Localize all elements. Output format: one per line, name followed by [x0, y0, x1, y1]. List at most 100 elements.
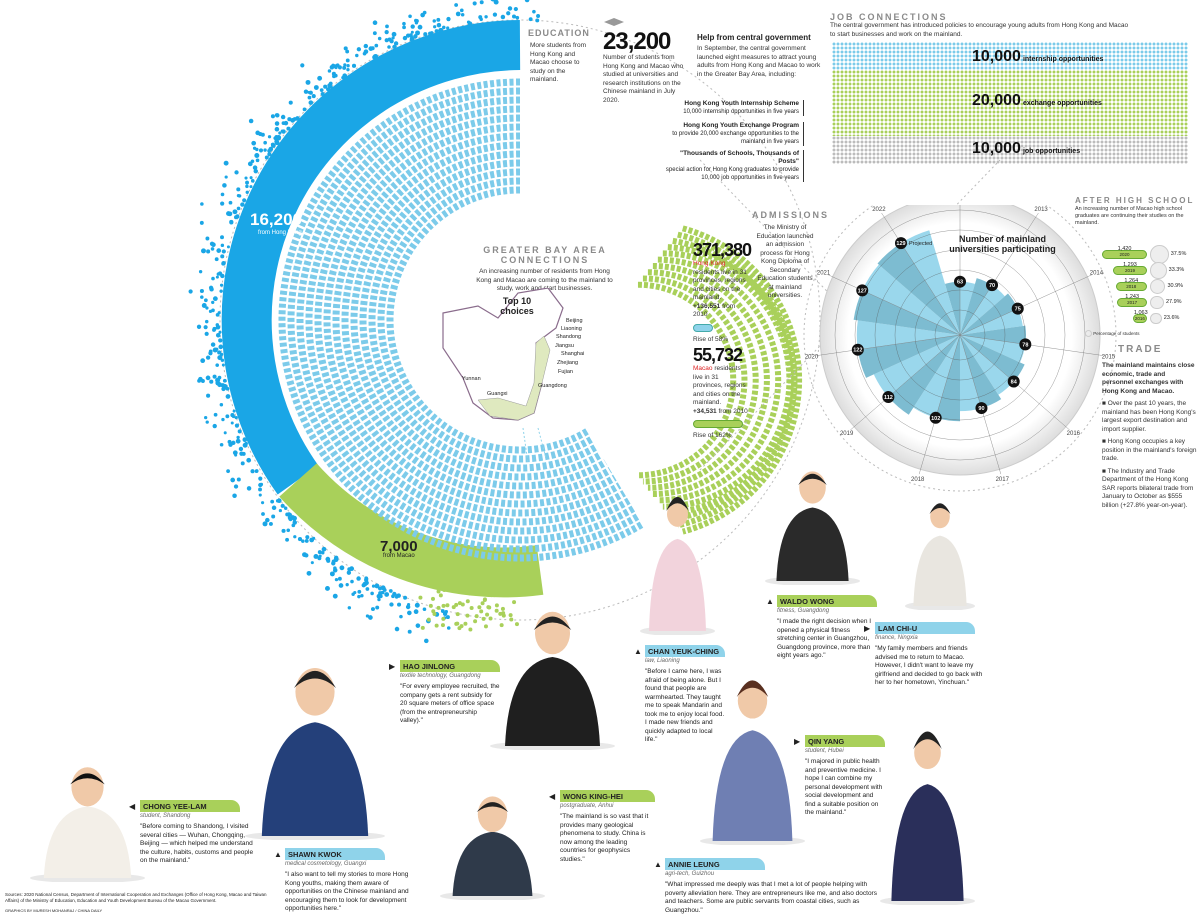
person-photo	[440, 790, 545, 900]
pointer-arrow-icon: ▲	[634, 647, 642, 656]
year-tick-label: 2015	[1102, 354, 1116, 360]
pointer-arrow-icon: ▶	[864, 624, 870, 633]
year-tick-label: 2016	[1067, 431, 1081, 437]
data-label: 63	[957, 280, 963, 286]
person-quote: "What impressed me deeply was that I met…	[665, 881, 880, 915]
hs-bar-value: 1,293	[1114, 261, 1146, 269]
profile-card: ◀CHONG YEE-LAMstudent, Shandong"Before c…	[140, 800, 255, 866]
hs-bar: 1,2932019	[1113, 266, 1147, 275]
person-role: medical cosmetology, Guangxi	[285, 861, 420, 867]
person-name: WALDO WONG	[777, 595, 877, 607]
year-tick-label: 2018	[911, 477, 925, 483]
map-label: Shanghai	[561, 351, 584, 358]
person-role: law, Liaoning	[645, 658, 725, 664]
profile-card: ▲SHAWN KWOKmedical cosmetology, Guangxi"…	[285, 848, 420, 914]
scheme-exchange: Hong Kong Youth Exchange Programto provi…	[660, 122, 804, 146]
admissions-heading: ADMISSIONS	[752, 210, 816, 220]
map-label: Yunnan	[462, 376, 481, 383]
profile-card: ▶LAM CHI-Ufinance, Ningxia"My family mem…	[875, 622, 985, 688]
education-heading: EDUCATION	[528, 28, 590, 38]
government-intro: In September, the central government lau…	[697, 45, 822, 79]
projected-label: Projected	[909, 241, 932, 247]
percent-label: 27.9%	[1166, 299, 1182, 305]
year-tick-label: 2017	[996, 477, 1010, 483]
hk-students-label: from Hong Kong	[258, 230, 302, 236]
year-tick-label: 2022	[872, 207, 886, 213]
person-name: WONG KING-HEI	[560, 790, 655, 802]
year-tick-label: 2019	[840, 431, 854, 437]
person-photo	[245, 650, 385, 840]
trade-point: ■ The Industry and Trade Department of t…	[1102, 468, 1197, 511]
pointer-arrow-icon: ▲	[766, 597, 774, 606]
person-quote: "I made the right decision when I opened…	[777, 618, 877, 661]
person-name: ANNIE LEUNG	[665, 858, 765, 870]
pointer-arrow-icon: ◀	[549, 792, 555, 801]
jobs-heading: JOB CONNECTIONS	[830, 12, 948, 22]
trade-intro: The mainland maintains close economic, t…	[1102, 362, 1197, 396]
credit: GRAPHICS BY MURESH MOHANRAJ / CHINA DAIL…	[5, 908, 102, 913]
year-tick-label: 2014	[1090, 271, 1104, 277]
person-name: LAM CHI-U	[875, 622, 975, 634]
map-label: Guangdong	[538, 383, 567, 390]
percent-label: 30.9%	[1167, 283, 1183, 289]
map-label: Shandong	[556, 334, 581, 341]
person-role: finance, Ningxia	[875, 635, 985, 641]
profile-card: ◀WONG KING-HEIpostgraduate, Anhui"The ma…	[560, 790, 655, 864]
sources: Sources: 2020 National Census, Departmen…	[5, 892, 280, 903]
map-title: Top 10 choices	[497, 296, 537, 316]
hs-bar-value: 1,420	[1103, 245, 1146, 253]
trade-point: ■ Over the past 10 years, the mainland h…	[1102, 400, 1197, 434]
pointer-arrow-icon: ▶	[389, 662, 395, 671]
admissions-text: The Ministry of Education launched an ad…	[756, 224, 814, 301]
profile-card: ▶HAO JINLONGtextile technology, Guangdon…	[400, 660, 500, 726]
person-photo	[30, 760, 145, 882]
percent-circle	[1150, 262, 1167, 279]
data-label: 75	[1015, 307, 1021, 313]
data-label: 84	[1011, 380, 1018, 386]
person-name: QIN YANG	[805, 735, 885, 747]
person-role: student, Shandong	[140, 813, 255, 819]
education-total: 23,200	[603, 30, 670, 54]
map-label: Beijing	[566, 318, 583, 325]
person-quote: "The mainland is so vast that it provide…	[560, 813, 655, 864]
scheme-jobs: "Thousands of Schools, Thousands of Post…	[660, 150, 804, 182]
map-label: Guangxi	[487, 391, 508, 398]
hs-bar: 1,0632016	[1133, 314, 1147, 323]
person-name: CHAN YEUK-CHING	[645, 645, 725, 657]
map-label: Liaoning	[561, 326, 582, 333]
data-label: 90	[978, 406, 984, 412]
after-high-school-text: An increasing number of Macao high schoo…	[1075, 206, 1195, 227]
person-photo	[880, 710, 975, 905]
person-role: fitness, Guangdong	[777, 608, 877, 614]
person-quote: "Before coming to Shandong, I visited se…	[140, 823, 255, 866]
after-high-school-heading: AFTER HIGH SCHOOL	[1075, 196, 1194, 205]
percent-label: 33.3%	[1169, 267, 1185, 273]
job-band: 10,000job opportunities	[832, 136, 1188, 164]
map-label: Jiangsu	[555, 343, 574, 350]
government-title: Help from central government	[697, 33, 811, 42]
map-label: Zhejiang	[557, 360, 578, 367]
data-label: 129	[896, 241, 905, 247]
hs-bar: 1,4202020	[1102, 250, 1147, 259]
person-photo	[905, 490, 975, 610]
person-name: HAO JINLONG	[400, 660, 500, 672]
year-tick-label: 2020	[805, 354, 819, 360]
person-role: student, Hubei	[805, 748, 885, 754]
person-quote: "My family members and friends advised m…	[875, 645, 985, 688]
person-role: textile technology, Guangdong	[400, 673, 500, 679]
person-quote: "Before I came here, I was afraid of bei…	[645, 668, 725, 745]
legend-circle-icon	[1085, 330, 1092, 337]
scheme-internship: Hong Kong Youth Internship Scheme10,000 …	[660, 100, 804, 116]
data-label: 122	[853, 348, 862, 354]
person-role: agri-tech, Guizhou	[665, 871, 880, 877]
chart-title: Number of mainland universities particip…	[940, 234, 1065, 254]
person-quote: "I majored in public health and preventi…	[805, 758, 885, 818]
person-photo	[640, 480, 715, 635]
profile-card: ▲CHAN YEUK-CHINGlaw, Liaoning"Before I c…	[645, 645, 725, 745]
macao-residents-stat: 55,732 Macao residents live in 31 provin…	[693, 345, 749, 441]
pointer-arrow-icon: ◀	[129, 802, 135, 811]
year-tick-label: 2013	[1034, 207, 1048, 213]
person-role: postgraduate, Anhui	[560, 803, 655, 809]
hs-bar: 1,2642018	[1116, 282, 1148, 291]
data-label: 127	[858, 288, 867, 294]
